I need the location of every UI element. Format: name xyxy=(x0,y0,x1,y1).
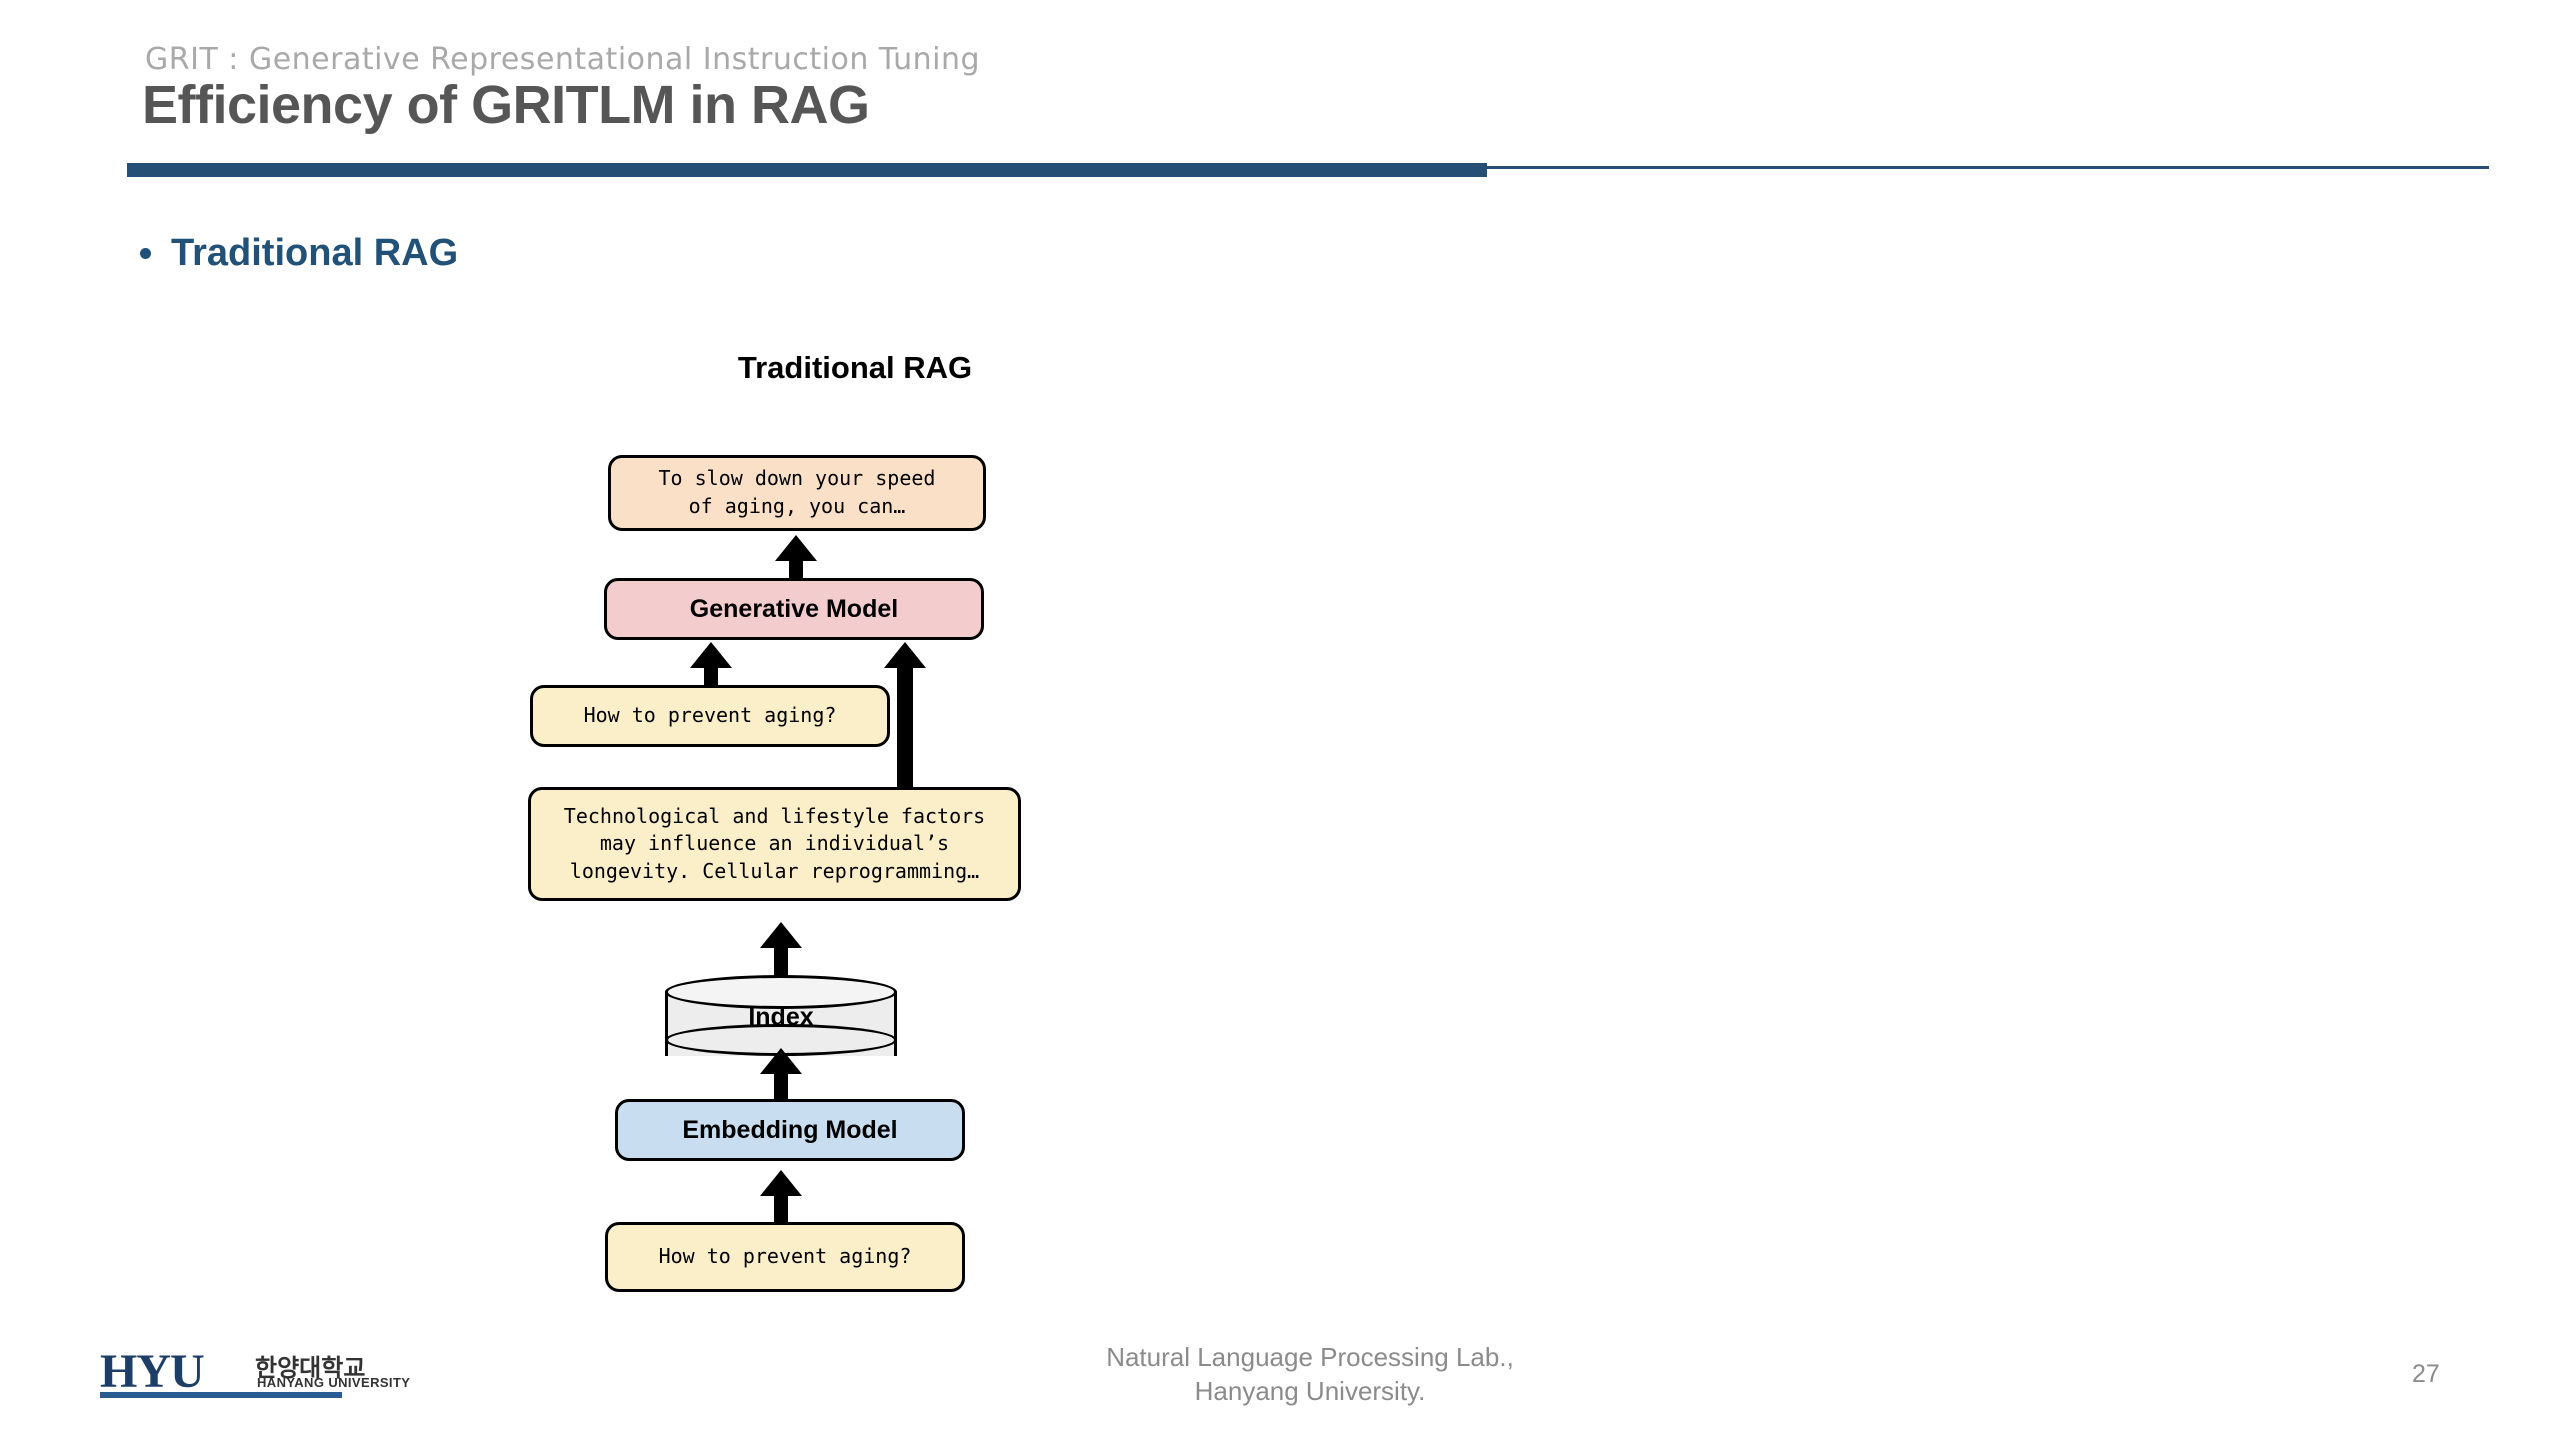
footer-lab-name: Natural Language Processing Lab., Hanyan… xyxy=(1010,1340,1610,1409)
logo-acronym: HYU xyxy=(100,1345,205,1398)
node-query-bottom-label: How to prevent aging? xyxy=(658,1244,912,1269)
arrow-shaft xyxy=(774,1072,788,1104)
arrow-shaft xyxy=(774,1194,788,1228)
arrow-shaft xyxy=(774,946,788,980)
node-output-answer: To slow down your speed of aging, you ca… xyxy=(608,455,986,531)
logo-name-english: HANYANG UNIVERSITY xyxy=(257,1375,411,1390)
arrow-query-to-embedding xyxy=(760,1170,802,1228)
header-rule-thick xyxy=(127,163,1487,177)
bullet-label: Traditional RAG xyxy=(171,232,459,274)
arrow-index-to-document xyxy=(760,922,802,980)
arrow-embedding-to-index xyxy=(760,1048,802,1104)
node-document-line1: Technological and lifestyle factors xyxy=(563,803,986,828)
logo-underline xyxy=(100,1392,342,1398)
node-document-line2: may influence an individual’s xyxy=(599,831,950,856)
arrow-shaft xyxy=(897,666,913,794)
page-number: 27 xyxy=(2412,1360,2440,1388)
header-rule-thin xyxy=(1487,166,2489,169)
footer-lab-line2: Hanyang University. xyxy=(1194,1376,1426,1407)
node-embedding-model: Embedding Model xyxy=(615,1099,965,1161)
diagram-title: Traditional RAG xyxy=(737,350,973,385)
node-document-line3: longevity. Cellular reprogramming… xyxy=(569,858,980,883)
node-query-top-label: How to prevent aging? xyxy=(583,703,837,728)
node-query-top: How to prevent aging? xyxy=(530,685,890,747)
bullet-dot-icon xyxy=(140,248,151,259)
slide-subtitle: GRIT : Generative Representational Instr… xyxy=(145,42,981,77)
logo-name-korean: 한양대학교 xyxy=(255,1354,366,1382)
node-generative-model-label: Generative Model xyxy=(689,594,899,623)
arrow-head-icon xyxy=(775,535,817,561)
node-embedding-model-label: Embedding Model xyxy=(682,1115,898,1144)
arrow-generative-to-output xyxy=(775,535,817,581)
page-title: Efficiency of GRITLM in RAG xyxy=(142,75,870,135)
node-query-bottom: How to prevent aging? xyxy=(605,1222,965,1292)
arrow-head-icon xyxy=(760,1048,802,1074)
arrow-head-icon xyxy=(690,642,732,668)
arrow-query-to-generative xyxy=(690,642,732,690)
hyu-logo: HYU 한양대학교 HANYANG UNIVERSITY xyxy=(100,1345,410,1400)
node-retrieved-document: Technological and lifestyle factors may … xyxy=(528,787,1021,901)
arrow-head-icon xyxy=(884,642,926,668)
arrow-head-icon xyxy=(760,1170,802,1196)
arrow-head-icon xyxy=(760,922,802,948)
arrow-document-to-generative xyxy=(884,642,926,794)
traditional-rag-diagram: Traditional RAG To slow down your speed … xyxy=(480,330,1600,1330)
footer-lab-line1: Natural Language Processing Lab., xyxy=(1106,1342,1514,1372)
bullet-traditional-rag: Traditional RAG xyxy=(140,232,458,275)
arrow-shaft xyxy=(789,559,803,581)
node-generative-model: Generative Model xyxy=(604,578,984,640)
node-output-line2: of aging, you can… xyxy=(688,494,906,518)
arrow-shaft xyxy=(704,666,718,690)
node-index-label: Index xyxy=(748,1003,814,1031)
node-output-line1: To slow down your speed xyxy=(658,466,936,491)
cylinder-top-ellipse xyxy=(665,975,897,1009)
